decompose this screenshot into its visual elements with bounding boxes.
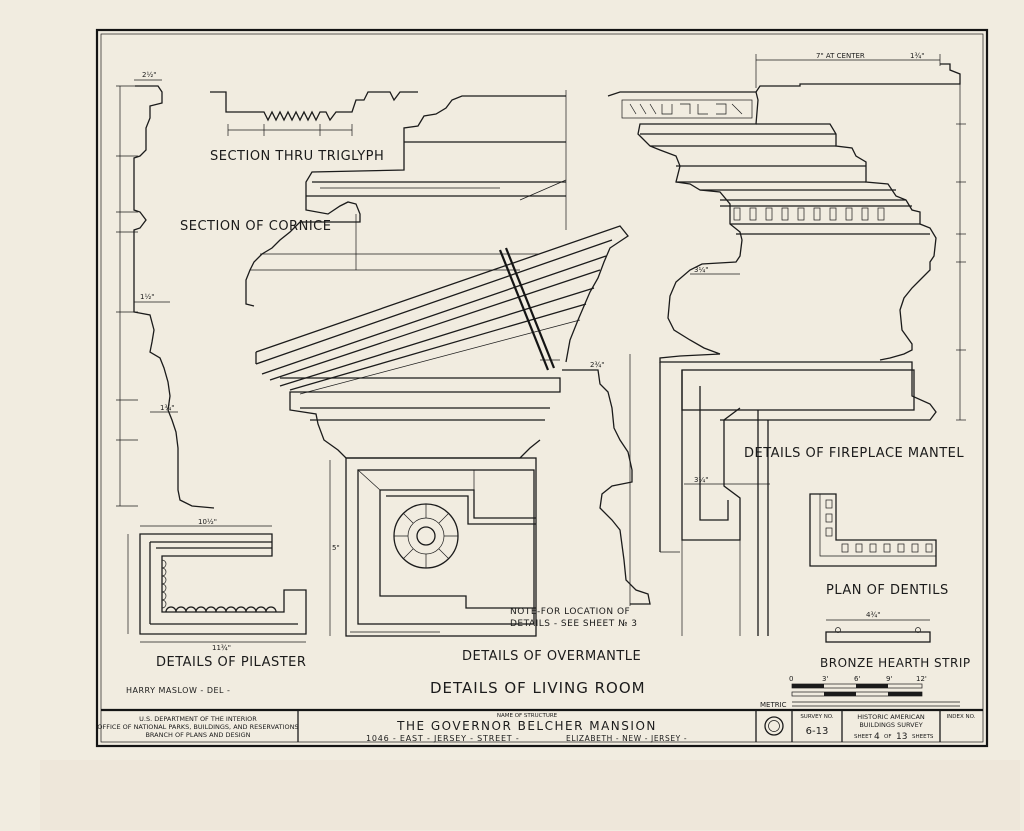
slanted-cornice xyxy=(255,179,629,395)
scale-mark: 0 xyxy=(789,675,793,683)
paper-stain xyxy=(40,760,1020,830)
graphic-scale: 0 3' 6' 9' 12' METRIC xyxy=(760,675,960,709)
dim-label: 1¾" xyxy=(910,52,924,60)
scale-mark: 12' xyxy=(916,675,927,683)
sheet-number: 4 xyxy=(874,732,880,742)
scale-mark: 3' xyxy=(822,675,828,683)
survey-caption: SURVEY NO. xyxy=(800,714,834,720)
frieze-ornament xyxy=(621,99,753,119)
triglyph-section: SECTION THRU TRIGLYPH xyxy=(210,91,418,164)
dim-label: 7" AT CENTER xyxy=(816,52,865,60)
pilaster-detail: 10½" 11¾" DETAILS OF PILASTER xyxy=(127,518,307,670)
dim-label: 5" xyxy=(332,544,340,552)
overmantle-elevation: 5" xyxy=(280,377,561,637)
survey-number: 6-13 xyxy=(806,726,829,737)
overmantle-label: DETAILS OF OVERMANTLE xyxy=(462,649,641,664)
address-street: 1046 - EAST - JERSEY - STREET - xyxy=(366,734,520,743)
note-line-1: NOTE-FOR LOCATION OF xyxy=(510,607,630,617)
scale-mark: 6' xyxy=(854,675,860,683)
sheet-total: 13 xyxy=(896,732,907,742)
overmantle-panel xyxy=(345,457,537,637)
mantel-shelf-profile: 2¾" xyxy=(540,354,651,606)
bronze-hearth-strip: 4¾" BRONZE HEARTH STRIP xyxy=(820,611,971,670)
habs-line-2: BUILDINGS SURVEY xyxy=(859,721,922,729)
scale-label: METRIC xyxy=(760,701,787,709)
name-caption: NAME OF STRUCTURE xyxy=(497,713,558,719)
dim-label: 2½" xyxy=(142,71,156,79)
dim-label: 2¾" xyxy=(590,361,604,369)
cornice-section: SECTION OF CORNICE xyxy=(180,90,567,307)
dim-label: 1¾" xyxy=(160,404,174,412)
address-city: ELIZABETH - NEW - JERSEY - xyxy=(566,734,687,743)
section-triglyph-label: SECTION THRU TRIGLYPH xyxy=(210,149,384,164)
index-caption: INDEX NO. xyxy=(947,714,976,720)
inner-border xyxy=(100,33,984,743)
sheet-word: SHEET xyxy=(854,734,873,740)
title-block: U.S. DEPARTMENT OF THE INTERIOR OFFICE O… xyxy=(97,708,983,743)
note-line-2: DETAILS - SEE SHEET № 3 xyxy=(510,619,638,629)
agency-line-1: U.S. DEPARTMENT OF THE INTERIOR xyxy=(139,715,257,723)
plan-of-dentils: PLAN OF DENTILS xyxy=(809,493,949,598)
section-cornice-label: SECTION OF CORNICE xyxy=(180,219,331,234)
mantel-dentils xyxy=(733,207,885,221)
dim-label: 4¾" xyxy=(866,611,880,619)
plan-dentils-label: PLAN OF DENTILS xyxy=(826,583,949,598)
habs-line-1: HISTORIC AMERICAN xyxy=(857,713,925,721)
dim-label: 3¼" xyxy=(694,266,708,274)
dim-label: 1½" xyxy=(140,293,154,301)
seal-icon xyxy=(764,716,784,736)
dim-label: 10½" xyxy=(198,518,217,526)
sheets-word: SHEETS xyxy=(912,734,934,740)
dim-label: 3¼" xyxy=(694,476,708,484)
delineator-label: HARRY MASLOW - DEL - xyxy=(126,686,230,695)
bronze-hearth-label: BRONZE HEARTH STRIP xyxy=(820,656,971,670)
of-word: OF xyxy=(884,734,892,740)
agency-line-2: OFFICE OF NATIONAL PARKS, BUILDINGS, AND… xyxy=(97,723,298,731)
outer-border xyxy=(95,28,989,748)
fireplace-mantel: 7" AT CENTER 1¾" 3¼" 3¼" DETAILS OF FIRE… xyxy=(607,52,966,636)
pilaster-label: DETAILS OF PILASTER xyxy=(156,655,306,670)
scale-mark: 9' xyxy=(886,675,892,683)
left-profile: 2½" 1½" 1¾" xyxy=(116,71,215,509)
dim-label: 11¾" xyxy=(212,644,231,652)
structure-name: THE GOVERNOR BELCHER MANSION xyxy=(396,719,657,733)
fireplace-mantel-label: DETAILS OF FIREPLACE MANTEL xyxy=(744,446,964,461)
agency-line-3: BRANCH OF PLANS AND DESIGN xyxy=(145,731,250,739)
main-title: DETAILS OF LIVING ROOM xyxy=(430,679,646,697)
